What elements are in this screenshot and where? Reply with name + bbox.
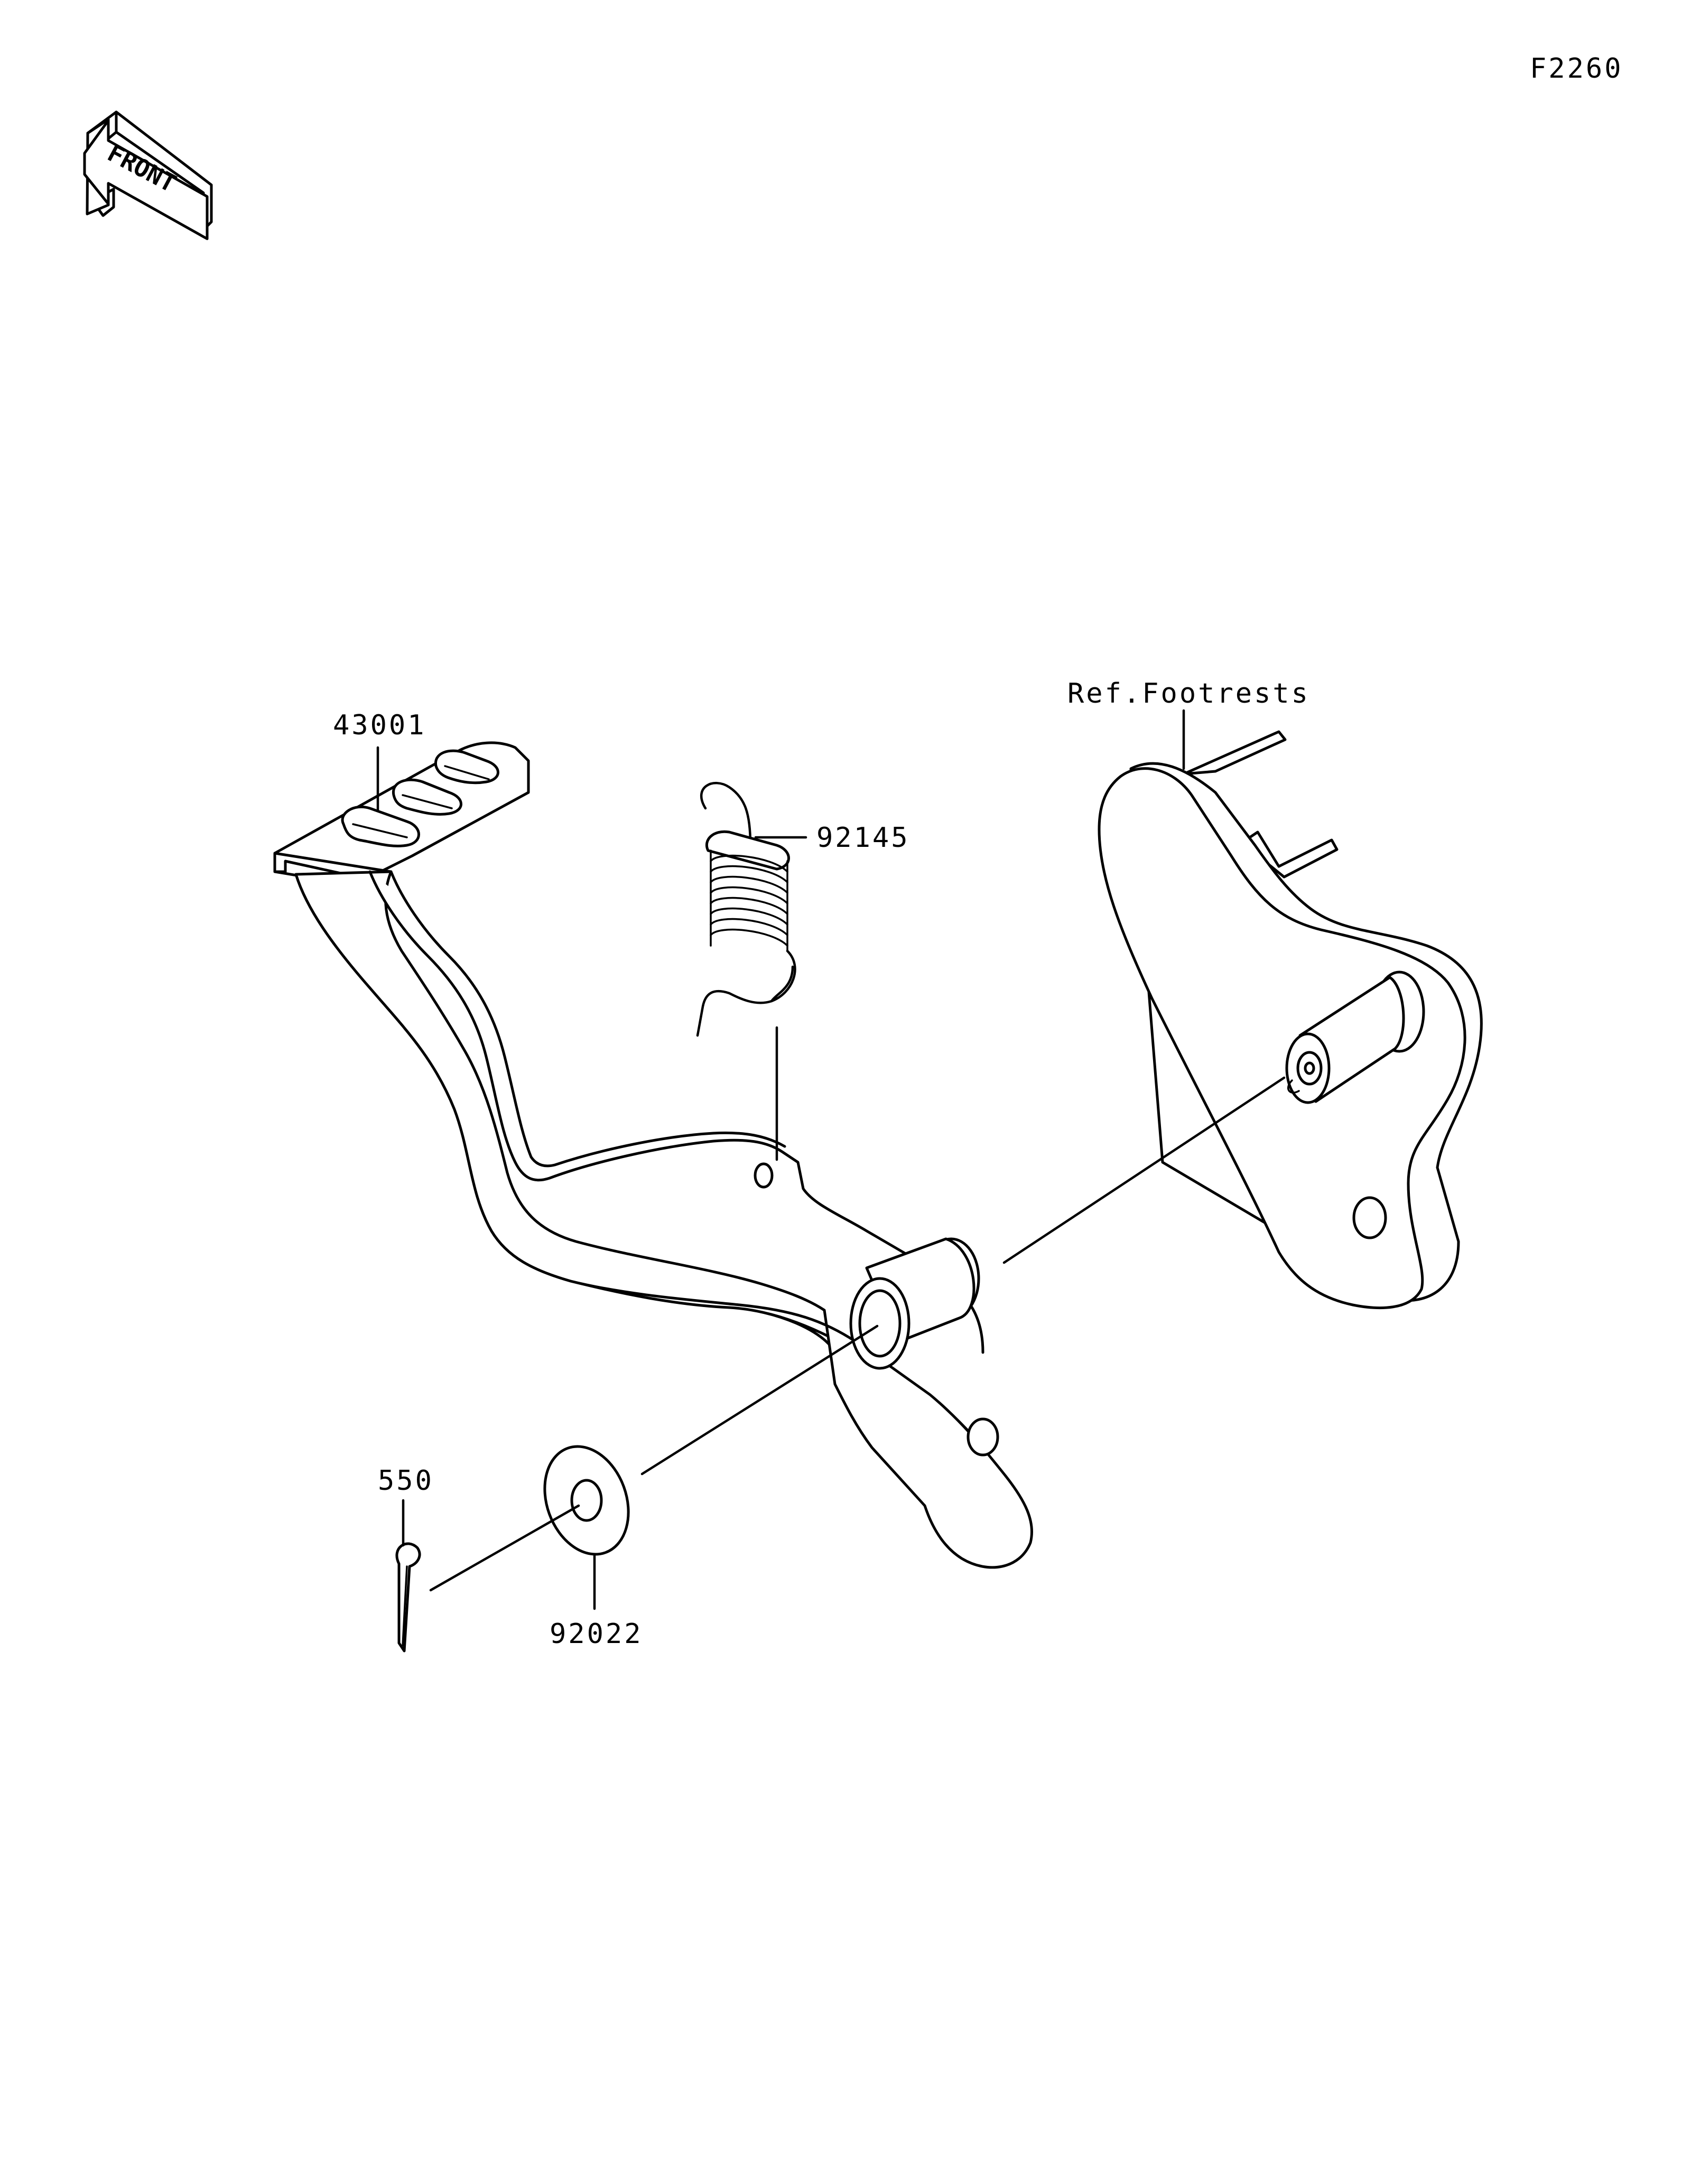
callout-leaders bbox=[376, 709, 1185, 1610]
callout-43001: 43001 bbox=[333, 710, 426, 741]
footrest-bracket bbox=[1098, 730, 1483, 1310]
pedal-slots bbox=[341, 749, 499, 847]
callout-92022: 92022 bbox=[550, 1618, 643, 1650]
callout-550: 550 bbox=[378, 1465, 434, 1497]
return-spring bbox=[696, 781, 796, 1037]
washer bbox=[543, 1445, 630, 1556]
callout-92145: 92145 bbox=[816, 822, 910, 854]
assembly-lines bbox=[429, 1076, 1286, 1592]
brake-pedal bbox=[273, 741, 1034, 1569]
cotter-pin bbox=[395, 1542, 421, 1653]
figure-id: F2260 bbox=[1530, 53, 1623, 85]
callout-ref-footrests: Ref.Footrests bbox=[1067, 678, 1310, 710]
front-arrow-icon: FRONT bbox=[83, 110, 213, 240]
